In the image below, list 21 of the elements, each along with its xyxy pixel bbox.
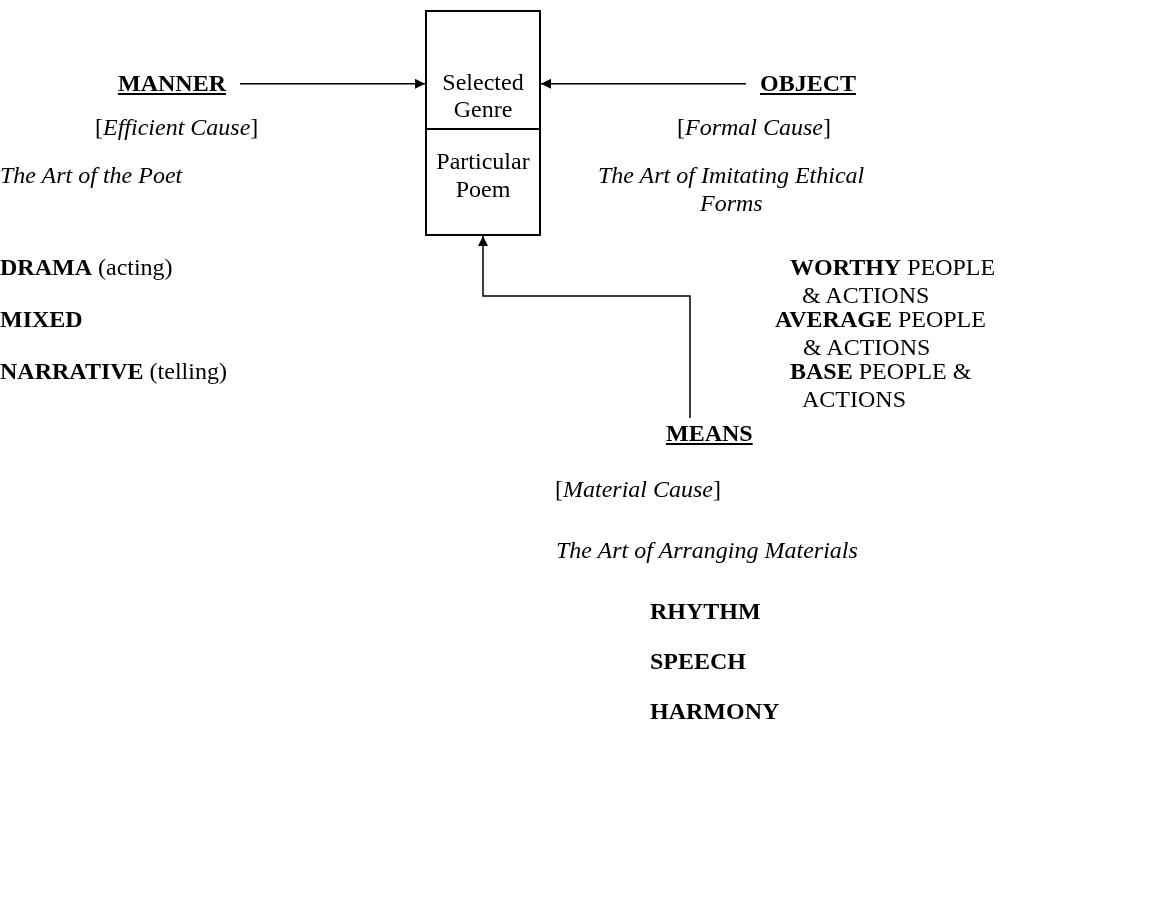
cause-label: [Efficient Cause] [95,114,259,142]
category-label: MIXED [0,306,83,334]
list-item: RHYTHM [650,598,761,626]
cause-label: [Formal Cause] [677,114,831,142]
art-description: The Art of Arranging Materials [556,537,858,565]
list-item: HARMONY [650,698,780,726]
arrow [239,78,426,89]
text-cell: Particular Poem [427,130,539,234]
cause-label: [Material Cause] [555,476,721,504]
arrow [478,235,691,419]
genre-box [425,10,541,236]
category-label: NARRATIVE (telling) [0,358,227,386]
art-description: The Art of the Poet [0,162,183,190]
category-label: DRAMA (acting) [0,254,173,282]
section-heading: MEANS [666,420,753,448]
list-item: SPEECH [650,648,747,676]
section-heading: MANNER [118,70,226,98]
text-cell: Selected Genre [427,12,539,130]
section-heading: OBJECT [760,70,857,98]
arrow [540,78,747,89]
art-description: The Art of Imitating Ethical Forms [598,162,866,218]
